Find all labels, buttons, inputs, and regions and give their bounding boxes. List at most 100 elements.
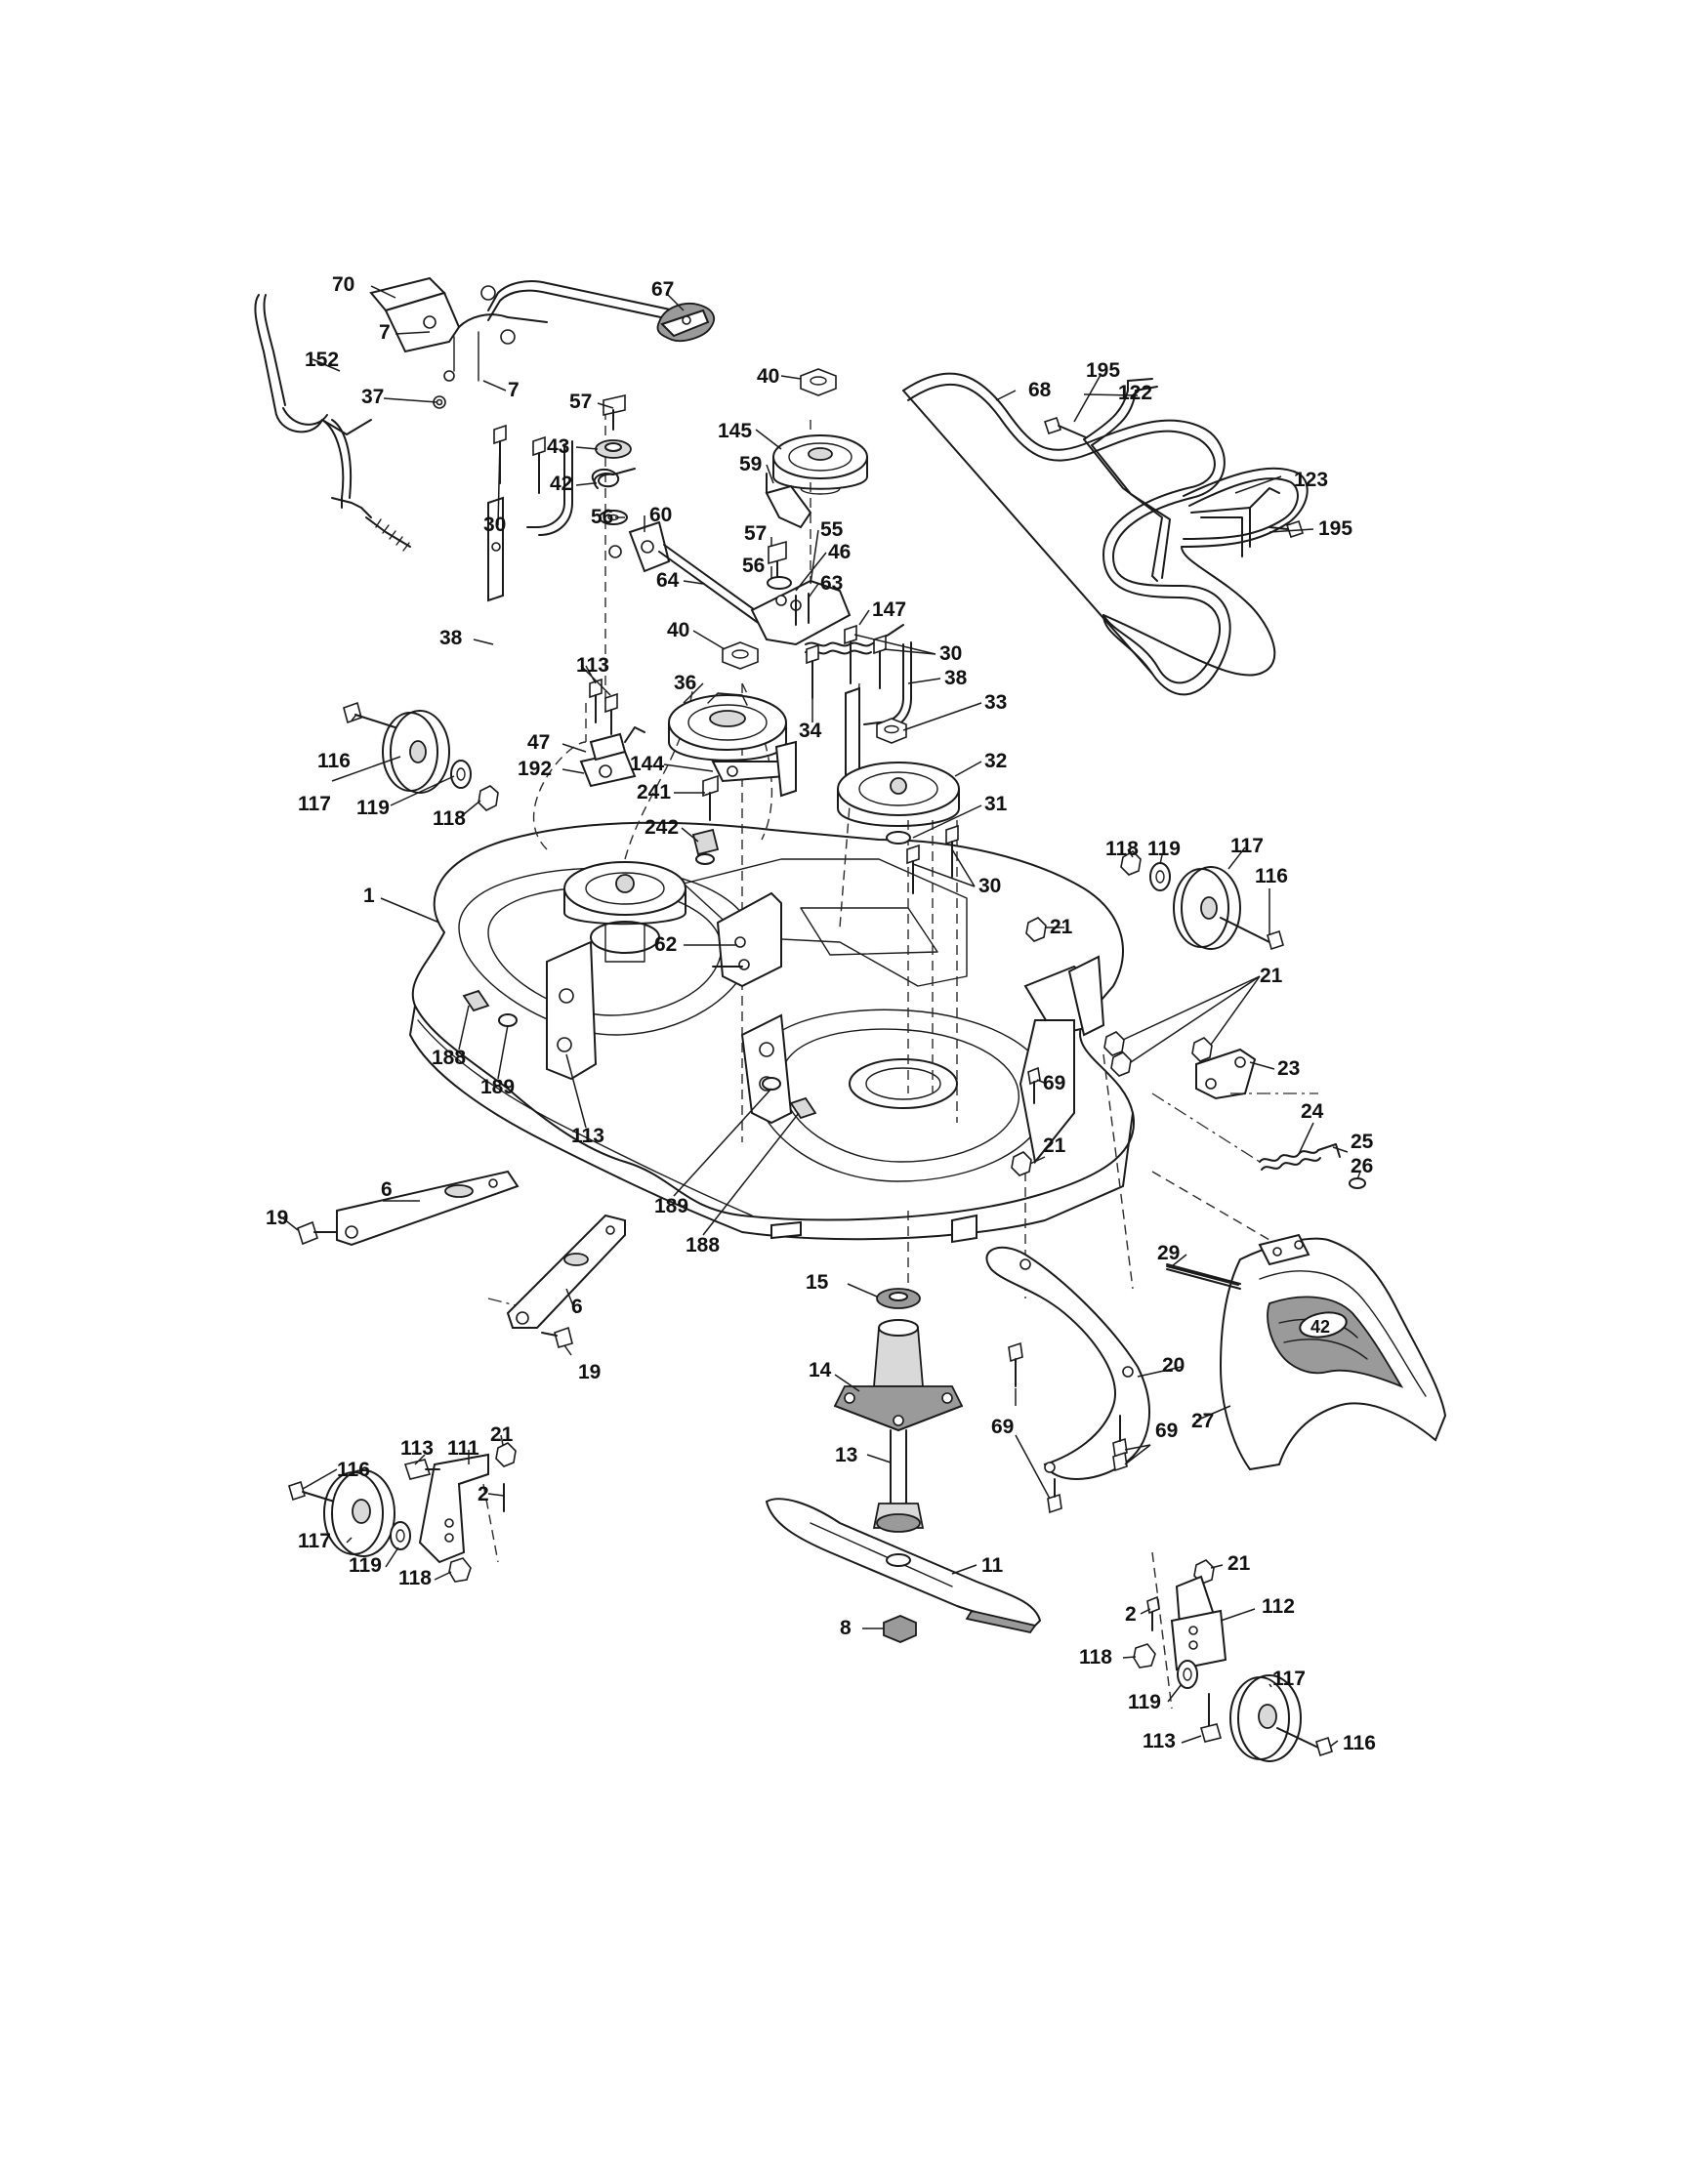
leader-lines (282, 285, 1361, 1748)
part-label: 42 (550, 473, 572, 495)
part-label: 21 (490, 1423, 514, 1446)
part-label: 69 (991, 1416, 1014, 1438)
idler-pulley-nut (800, 368, 837, 396)
part-label: 37 (361, 386, 384, 408)
part-label: 34 (799, 720, 822, 742)
part-label: 189 (654, 1195, 688, 1217)
part-label: 62 (654, 933, 677, 956)
part-label: 189 (480, 1076, 515, 1098)
gauge-wheel-lower-right (1133, 1559, 1333, 1762)
part-label: 59 (739, 453, 762, 475)
part-label: 69 (1155, 1420, 1178, 1442)
part-label: 15 (806, 1271, 829, 1294)
part-label: 36 (674, 672, 696, 694)
part-label: 7 (379, 321, 391, 344)
part-label: 31 (984, 793, 1008, 815)
part-label: 113 (571, 1125, 604, 1147)
part-label: 38 (439, 627, 463, 649)
part-label: 63 (820, 572, 843, 595)
part-label: 33 (984, 691, 1007, 714)
part-label: 116 (1343, 1732, 1376, 1754)
middle-idler-pulley (668, 692, 787, 762)
mower-blade (765, 1498, 1042, 1643)
part-label: 152 (305, 349, 339, 371)
part-label: 30 (978, 875, 1001, 897)
part-label: 188 (686, 1234, 720, 1257)
gauge-wheel-upper-left (343, 701, 499, 811)
upper-idler-pulley (772, 434, 868, 495)
discharge-chute: 42 (1166, 1233, 1447, 1471)
chute-deflector-strap (985, 1066, 1150, 1514)
part-label: 113 (1143, 1730, 1176, 1752)
mower-deck-shell (409, 821, 1136, 1244)
part-label: 23 (1277, 1057, 1300, 1080)
part-label: 19 (578, 1361, 601, 1383)
part-label: 26 (1351, 1155, 1373, 1177)
part-label: 117 (298, 793, 331, 815)
part-label: 123 (1294, 469, 1328, 491)
spindle-assembly (833, 1288, 964, 1533)
part-label: 116 (1255, 865, 1288, 887)
part-label: 56 (591, 506, 613, 528)
part-label: 68 (1028, 379, 1052, 401)
part-label: 116 (337, 1459, 370, 1481)
part-label: 57 (569, 391, 592, 413)
part-label: 14 (809, 1359, 832, 1381)
gauge-wheel-upper-right (1120, 849, 1284, 951)
part-label: 7 (508, 379, 520, 401)
part-label: 64 (656, 569, 680, 592)
right-spindle-pulley-stack (837, 718, 960, 894)
part-label: 21 (1043, 1134, 1066, 1157)
lift-handle-grip (656, 303, 715, 342)
deck-stud-hardware (691, 774, 720, 865)
part-label: 117 (298, 1530, 331, 1552)
right-lift-rod (806, 624, 912, 778)
part-label: 6 (571, 1296, 583, 1318)
part-label: 25 (1351, 1131, 1374, 1153)
part-label: 8 (840, 1617, 852, 1639)
front-lift-arms (297, 1170, 626, 1348)
part-label: 1 (363, 885, 375, 907)
part-label: 29 (1157, 1242, 1180, 1264)
part-label: 21 (1260, 965, 1283, 987)
part-label: 30 (483, 514, 506, 536)
part-label: 27 (1191, 1410, 1214, 1432)
part-label: 119 (1147, 838, 1181, 860)
belt-guide-bracket (579, 678, 645, 788)
middle-pulley-nut (722, 641, 759, 670)
part-label: 19 (266, 1207, 288, 1229)
idler-bracket (711, 740, 797, 798)
part-label: 69 (1043, 1072, 1065, 1094)
part-label: 112 (1262, 1595, 1295, 1618)
part-label: 70 (332, 273, 354, 296)
part-label: 242 (645, 816, 679, 839)
part-label: 144 (630, 753, 664, 775)
part-label: 60 (649, 504, 672, 526)
gauge-wheel-lower-left (288, 1442, 517, 1583)
part-label: 195 (1086, 359, 1120, 382)
part-label: 13 (835, 1444, 857, 1466)
part-label: 6 (381, 1178, 393, 1201)
part-label: 67 (651, 278, 674, 301)
part-label: 32 (984, 750, 1007, 772)
part-label: 119 (349, 1554, 382, 1577)
part-label: 47 (527, 731, 550, 754)
chute-hinge-rod (1166, 1265, 1239, 1286)
part-number-labels: 70 67 7 7 152 37 40 145 195 122 68 123 1… (266, 273, 1376, 1754)
part-label: 113 (576, 654, 609, 677)
part-label: 145 (718, 420, 752, 442)
part-label: 117 (1272, 1668, 1306, 1690)
part-label: 188 (432, 1047, 466, 1069)
part-label: 118 (398, 1567, 432, 1589)
part-label: 40 (667, 619, 689, 641)
part-label: 24 (1301, 1100, 1324, 1123)
deck-belt (902, 372, 1309, 696)
part-label: 118 (1105, 838, 1139, 860)
part-label: 117 (1230, 835, 1264, 857)
part-label: 11 (981, 1554, 1004, 1577)
part-label: 118 (433, 807, 466, 830)
part-label: 195 (1318, 517, 1352, 540)
belt-keeper-bracket (712, 891, 782, 988)
